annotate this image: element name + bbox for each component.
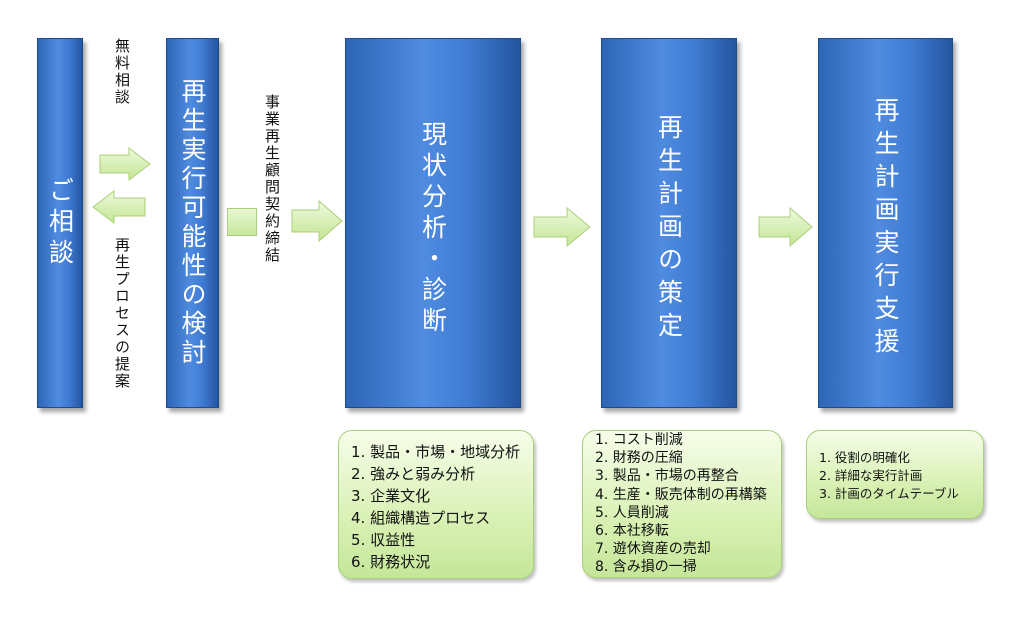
plan-items-box: 1. コスト削減 2. 財務の圧縮 3. 製品・市場の再整合 4. 生産・販売体… xyxy=(582,430,782,578)
list-item: 6. 財務状況 xyxy=(351,553,431,571)
list-item: 3. 計画のタイムテーブル xyxy=(819,486,959,501)
list-item: 4. 組織構造プロセス xyxy=(351,509,491,527)
list-item: 1. コスト削減 xyxy=(595,432,683,448)
step-feasibility-label: 再生実行可能性の検討 xyxy=(178,78,207,368)
list-item: 5. 人員削減 xyxy=(595,504,669,521)
free-consult-label: 無料相談 xyxy=(113,38,131,106)
step-support: 再生計画実行支援 xyxy=(818,38,953,408)
right-arrow-icon xyxy=(99,147,151,181)
right-arrow-icon xyxy=(291,200,343,242)
plan-item-list: 1. コスト削減 2. 財務の圧縮 3. 製品・市場の再整合 4. 生産・販売体… xyxy=(595,431,781,577)
right-arrow-icon xyxy=(533,207,591,247)
proposal-label: 再生プロセスの提案 xyxy=(113,237,131,390)
step-consult: ご相談 xyxy=(37,38,83,408)
step-analysis: 現状分析・診断 xyxy=(345,38,521,408)
step-plan-label: 再生計画の策定 xyxy=(654,114,684,345)
list-item: 6. 本社移転 xyxy=(595,523,669,540)
contract-label: 事業再生顧問契約締結 xyxy=(263,94,281,264)
list-item: 7. 遊休資産の売却 xyxy=(595,541,711,558)
support-item-list: 1. 役割の明確化 2. 詳細な実行計画 3. 計画のタイムテーブル xyxy=(819,449,983,503)
step-analysis-label: 現状分析・診断 xyxy=(418,121,448,338)
support-items-box: 1. 役割の明確化 2. 詳細な実行計画 3. 計画のタイムテーブル xyxy=(806,430,984,519)
list-item: 8. 含み損の一掃 xyxy=(595,559,697,576)
step-plan: 再生計画の策定 xyxy=(601,38,737,408)
list-item: 3. 企業文化 xyxy=(351,487,431,505)
list-item: 2. 財務の圧縮 xyxy=(595,450,683,467)
list-item: 1. 役割の明確化 xyxy=(819,450,910,465)
contract-marker xyxy=(227,208,257,236)
right-arrow-icon xyxy=(758,207,813,247)
step-feasibility: 再生実行可能性の検討 xyxy=(166,38,219,408)
analysis-items-box: 1. 製品・市場・地域分析 2. 強みと弱み分析 3. 企業文化 4. 組織構造… xyxy=(338,430,534,579)
list-item: 3. 製品・市場の再整合 xyxy=(595,468,739,485)
step-support-label: 再生計画実行支援 xyxy=(871,97,900,361)
list-item: 2. 強みと弱み分析 xyxy=(351,465,476,483)
list-item: 1. 製品・市場・地域分析 xyxy=(351,443,521,461)
left-arrow-icon xyxy=(92,190,146,224)
list-item: 4. 生産・販売体制の再構築 xyxy=(595,486,767,503)
step-consult-label: ご相談 xyxy=(45,176,75,270)
list-item: 5. 収益性 xyxy=(351,531,416,549)
list-item: 2. 詳細な実行計画 xyxy=(819,468,923,483)
analysis-item-list: 1. 製品・市場・地域分析 2. 強みと弱み分析 3. 企業文化 4. 組織構造… xyxy=(351,441,533,573)
